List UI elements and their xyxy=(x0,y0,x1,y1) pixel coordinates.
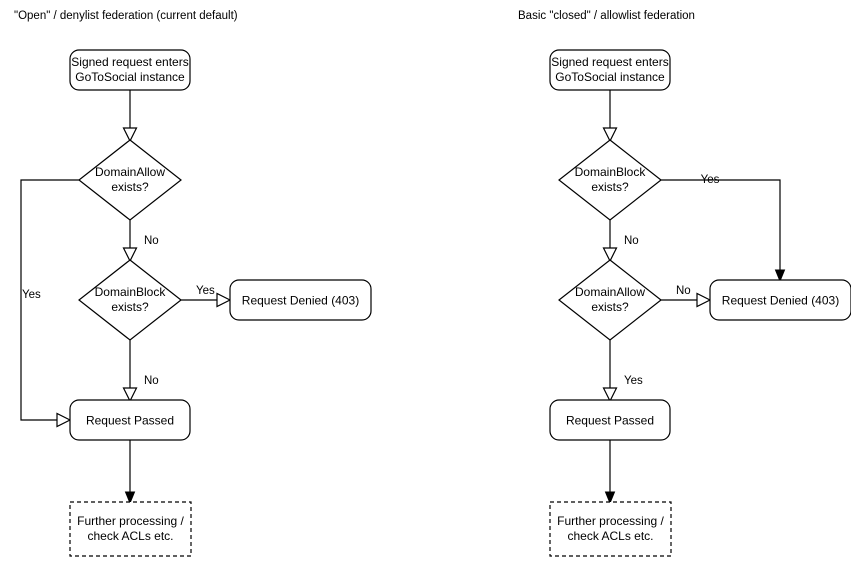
edge-label-domainblock-no: No xyxy=(144,375,159,387)
domainblock-label-line2: exists? xyxy=(111,300,149,314)
node-entry-right: Signed request enters GoToSocial instanc… xyxy=(549,49,671,91)
node-request-passed-right: Request Passed xyxy=(549,399,671,441)
edge-label-domainallow-no-right: No xyxy=(676,285,691,297)
diagram-open-denylist: "Open" / denylist federation (current de… xyxy=(14,10,372,557)
diagram-closed-allowlist: Basic "closed" / allowlist federation Si… xyxy=(518,10,851,557)
node-decision-domainblock-left: DomainBlock exists? xyxy=(78,259,182,341)
domainallow-label-line2: exists? xyxy=(111,180,149,194)
edge-entry-to-domainallow xyxy=(122,90,138,143)
node-further-processing-left: Further processing / check ACLs etc. xyxy=(69,501,192,557)
further-processing-label-line1: Further processing / xyxy=(77,514,184,528)
edge-domainallow-no-to-domainblock: No xyxy=(122,220,159,263)
edge-label-domainblock-no-right: No xyxy=(624,235,639,247)
edge-label-domainblock-yes-right: Yes xyxy=(701,174,720,186)
node-request-denied-right: Request Denied (403) xyxy=(709,279,851,321)
diagram-title-closed: Basic "closed" / allowlist federation xyxy=(518,10,695,22)
further-processing-box-shape-right xyxy=(549,501,672,557)
edge-entry-to-domainblock-right xyxy=(602,90,618,143)
edge-domainallow-yes-to-passed-right: Yes xyxy=(602,340,643,403)
edge-label-domainallow-yes: Yes xyxy=(22,289,41,301)
entry-label-right-line1: Signed request enters xyxy=(551,55,668,69)
node-request-passed-left: Request Passed xyxy=(69,399,191,441)
edge-label-domainallow-no: No xyxy=(144,235,159,247)
node-decision-domainallow-left: DomainAllow exists? xyxy=(78,139,182,221)
domainblock-label-right-line1: DomainBlock xyxy=(575,165,647,179)
edge-domainblock-no-to-domainallow-right: No xyxy=(602,220,639,263)
domainallow-label-right-line1: DomainAllow xyxy=(575,285,645,299)
domainallow-label-right-line2: exists? xyxy=(591,300,629,314)
edge-domainallow-no-to-denied-right: No xyxy=(661,285,712,308)
request-passed-label: Request Passed xyxy=(86,414,174,428)
edge-passed-to-further-left xyxy=(124,440,136,505)
edge-label-domainallow-yes-right: Yes xyxy=(624,375,643,387)
edge-domainblock-yes-to-denied-right: Yes xyxy=(661,174,786,283)
domainallow-label-line1: DomainAllow xyxy=(95,165,165,179)
edge-domainblock-yes-to-denied: Yes xyxy=(181,285,232,308)
request-passed-label-right: Request Passed xyxy=(566,414,654,428)
edge-domainblock-no-to-passed: No xyxy=(122,340,159,403)
domainblock-label-right-line2: exists? xyxy=(591,180,629,194)
edge-domainallow-yes-to-passed: Yes xyxy=(20,179,79,428)
node-entry-left: Signed request enters GoToSocial instanc… xyxy=(69,49,191,91)
edge-passed-to-further-right xyxy=(604,440,616,505)
node-request-denied-left: Request Denied (403) xyxy=(229,279,372,321)
entry-label-line1: Signed request enters xyxy=(71,55,188,69)
edge-label-domainblock-yes: Yes xyxy=(196,285,215,297)
further-processing-label-line2: check ACLs etc. xyxy=(87,529,173,543)
node-decision-domainblock-right: DomainBlock exists? xyxy=(558,139,662,221)
domainblock-label-line1: DomainBlock xyxy=(95,285,167,299)
request-denied-label: Request Denied (403) xyxy=(242,294,359,308)
diagram-title-open: "Open" / denylist federation (current de… xyxy=(14,10,238,22)
request-denied-box-shape-right xyxy=(709,279,851,321)
request-denied-label-right: Request Denied (403) xyxy=(722,294,839,308)
node-further-processing-right: Further processing / check ACLs etc. xyxy=(549,501,672,557)
further-processing-label-right-line2: check ACLs etc. xyxy=(567,529,653,543)
further-processing-box-shape xyxy=(69,501,192,557)
node-decision-domainallow-right: DomainAllow exists? xyxy=(558,259,662,341)
entry-label-right-line2: GoToSocial instance xyxy=(555,70,665,84)
further-processing-label-right-line1: Further processing / xyxy=(557,514,664,528)
request-denied-box-shape xyxy=(229,279,372,321)
entry-label-line2: GoToSocial instance xyxy=(75,70,185,84)
